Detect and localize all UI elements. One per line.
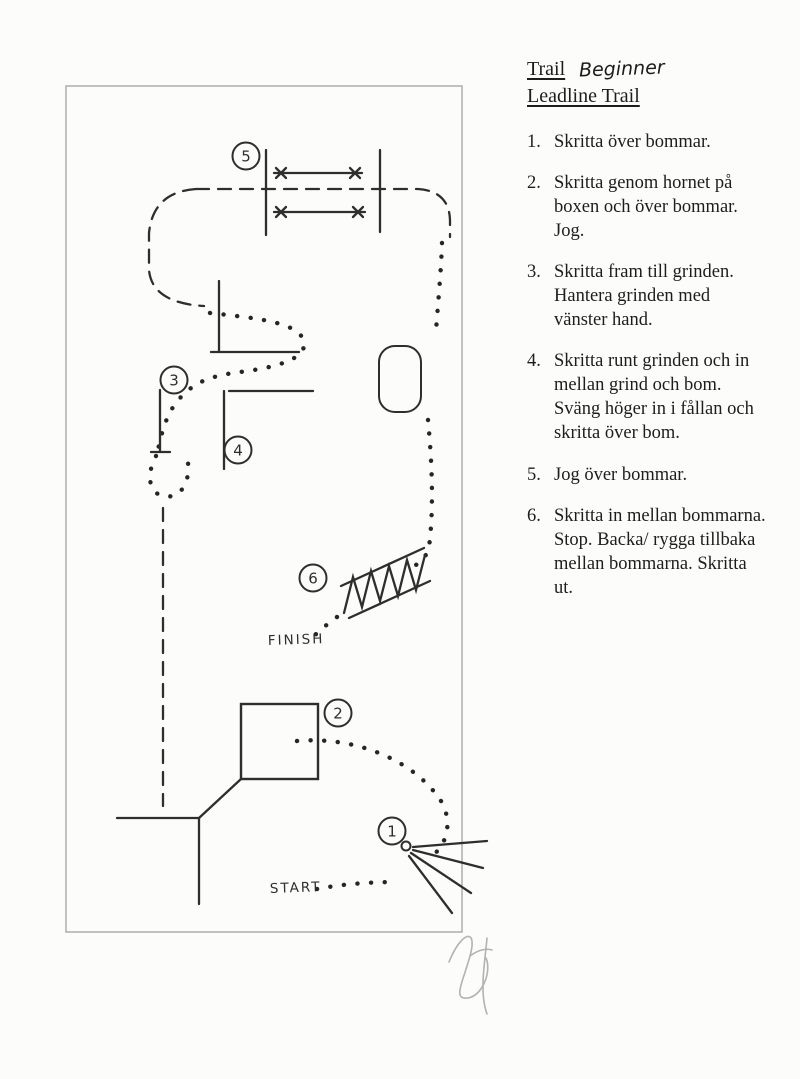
marker-number: 4 [233, 442, 243, 460]
dotted-path-to-finish [311, 614, 340, 639]
page-subtitle-line: Leadline Trail [527, 83, 789, 110]
marker-number: 2 [333, 705, 343, 723]
instruction-item: 2. Skritta genom hornet på boxen och öve… [527, 171, 789, 243]
instruction-item: 5. Jog över bommar. [527, 463, 789, 487]
finish-label: FINISH [268, 631, 325, 649]
dotted-path-right-lower [408, 417, 435, 571]
pole-x-mark-icon [348, 166, 362, 180]
instruction-column: Trail Beginner Leadline Trail 1. Skritta … [527, 56, 789, 617]
course-marker-6: 6 [298, 563, 328, 593]
instruction-text: Skritta genom hornet på boxen och över b… [554, 173, 738, 242]
marker-number: 6 [308, 570, 318, 588]
marker-circle [298, 563, 328, 593]
page-title: Trail [527, 58, 566, 80]
obstacle-2-box-corner [209, 279, 315, 471]
page-title-line: Trail Beginner [527, 56, 789, 83]
instruction-list: 1. Skritta över bommar. 2. Skritta genom… [527, 130, 789, 600]
dotted-path-loop [147, 453, 191, 499]
marker-circle [159, 365, 189, 395]
pole-x-mark-icon [274, 205, 288, 219]
start-label: START [270, 879, 322, 897]
obstacle-3-gate [149, 388, 172, 454]
marker-circle [231, 141, 261, 171]
marker-number: 5 [241, 148, 251, 166]
fan-line [407, 854, 454, 915]
dotted-path-start [314, 879, 400, 892]
dotted-course-path [147, 240, 450, 892]
signature-squiggle [448, 935, 493, 1015]
course-marker-1: 1 [377, 816, 407, 846]
instruction-number: 1. [527, 132, 541, 152]
instruction-item: 3. Skritta fram till grinden. Hantera gr… [527, 260, 789, 332]
dashed-path-top [194, 187, 452, 239]
course-marker-5: 5 [231, 141, 261, 171]
obstacle-6-back-through [339, 546, 432, 620]
fan-line [409, 851, 473, 895]
instruction-text: Jog över bommar. [554, 464, 688, 485]
dotted-path-bottom-curve [294, 738, 450, 860]
marker-circle [223, 435, 253, 465]
marker-circle [377, 816, 407, 846]
fence-diagonal [197, 777, 243, 820]
marker-number: 1 [387, 823, 397, 841]
instruction-item: 4. Skritta runt grinden och in mellan gr… [527, 349, 789, 445]
instruction-item: 6. Skritta in mellan bommarna. Stop. Bac… [527, 504, 789, 600]
dotted-path-right-upper [433, 240, 445, 334]
page-subtitle: Leadline Trail [527, 85, 640, 107]
instruction-text: Skritta in mellan bommarna. Stop. Backa/… [554, 505, 766, 598]
pole-x-mark-icon [351, 205, 365, 219]
instruction-text: Skritta runt grinden och in mellan grind… [554, 351, 754, 444]
instruction-number: 3. [527, 262, 541, 283]
dotted-path-horn [155, 310, 307, 453]
obstacle-1-fence-corner [115, 777, 243, 906]
dashed-path-top-left [147, 187, 206, 308]
obstacles [115, 148, 489, 915]
course-level: Beginner [578, 56, 666, 82]
instruction-item: 1. Skritta över bommar. [527, 130, 789, 154]
marker-number: 3 [169, 372, 179, 390]
instruction-number: 6. [527, 505, 541, 526]
rounded-pen [378, 345, 422, 413]
instruction-number: 2. [527, 173, 541, 194]
start-point-dot [400, 840, 412, 852]
instruction-text: Skritta fram till grinden. Hantera grind… [554, 262, 734, 331]
course-marker-4: 4 [223, 435, 253, 465]
marker-circle [323, 698, 353, 728]
instruction-number: 4. [527, 351, 541, 372]
obstacle-5-poles [264, 148, 382, 237]
dashed-course-path [147, 187, 452, 808]
fan-line [411, 839, 489, 849]
sawtooth-zigzag [342, 553, 427, 615]
instruction-text: Skritta över bommar. [554, 132, 711, 152]
fan-line [411, 848, 485, 870]
course-markers: 1 2 3 4 5 6 [159, 141, 407, 846]
course-marker-3: 3 [159, 365, 189, 395]
square-box [239, 702, 320, 781]
start-fan [400, 839, 489, 915]
arena-border [65, 85, 463, 933]
course-marker-2: 2 [323, 698, 353, 728]
pole-x-mark-icon [274, 166, 288, 180]
instruction-number: 5. [527, 464, 541, 485]
